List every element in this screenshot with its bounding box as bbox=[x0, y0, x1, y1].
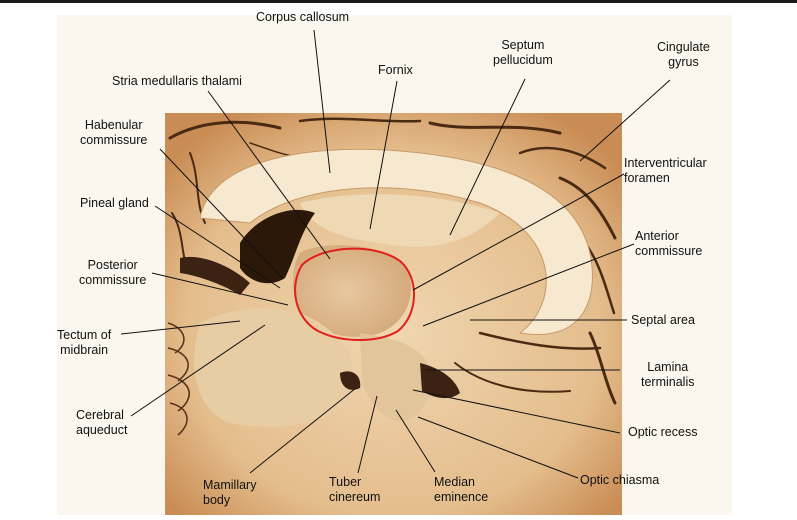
brain-diagram: Corpus callosum Stria medullaris thalami… bbox=[0, 3, 797, 520]
leader-optic-recess bbox=[412, 389, 621, 434]
label-lamina-terminalis: Lamina terminalis bbox=[641, 360, 695, 389]
leader-septum bbox=[449, 78, 526, 236]
brain-specimen bbox=[120, 29, 671, 515]
leader-anterior bbox=[422, 243, 635, 327]
label-interventricular-foramen: Interventricular foramen bbox=[624, 156, 707, 185]
thalamus-outline bbox=[294, 247, 415, 341]
top-border bbox=[0, 0, 797, 3]
septum-region bbox=[300, 194, 500, 247]
leader-intervent bbox=[412, 173, 625, 291]
label-optic-recess: Optic recess bbox=[628, 425, 698, 439]
leader-median bbox=[395, 409, 436, 473]
brainstem-shape bbox=[194, 308, 354, 427]
thalamus-shape bbox=[292, 245, 412, 337]
leader-mamillary bbox=[249, 387, 357, 474]
leader-habenular bbox=[159, 148, 284, 280]
optic-area-dark bbox=[420, 363, 460, 399]
label-optic-chiasma: Optic chiasma bbox=[580, 473, 660, 487]
label-posterior-commissure: Posterior commissure bbox=[79, 258, 147, 287]
ventricle-cavity bbox=[240, 209, 315, 284]
label-cerebral-aqueduct: Cerebral aqueduct bbox=[76, 408, 128, 437]
label-septum-pellucidum: Septum pellucidum bbox=[493, 38, 553, 67]
label-anterior-commissure: Anterior commissure bbox=[635, 229, 703, 258]
leader-lines bbox=[120, 29, 671, 479]
label-habenular-commissure: Habenular commissure bbox=[80, 118, 148, 147]
hypothalamus-shape bbox=[360, 333, 432, 422]
leader-cingulate bbox=[579, 79, 671, 162]
leader-posterior bbox=[151, 272, 289, 306]
ventricle-streaks bbox=[180, 256, 250, 295]
label-cingulate-gyrus: Cingulate gyrus bbox=[657, 40, 710, 69]
leader-tuber bbox=[357, 395, 378, 474]
label-median-eminence: Median eminence bbox=[434, 475, 489, 504]
leader-fornix bbox=[369, 80, 398, 230]
label-septal-area: Septal area bbox=[631, 313, 695, 327]
leader-tectum bbox=[120, 320, 241, 335]
corpus-callosum-shape bbox=[199, 148, 593, 335]
label-tectum-of-midbrain: Tectum of midbrain bbox=[57, 328, 112, 357]
label-pineal-gland: Pineal gland bbox=[80, 196, 149, 210]
leader-stria-medullaris bbox=[207, 90, 331, 260]
leader-corpus-callosum bbox=[313, 29, 331, 174]
label-corpus-callosum: Corpus callosum bbox=[256, 10, 350, 24]
label-stria-medullaris-thalami: Stria medullaris thalami bbox=[112, 74, 242, 88]
label-tuber-cinereum: Tuber cinereum bbox=[329, 475, 381, 504]
leader-pineal bbox=[154, 205, 281, 289]
mamillary-dark bbox=[340, 371, 361, 390]
leader-aqueduct bbox=[130, 324, 266, 417]
cerebellum-folia bbox=[167, 322, 190, 436]
leader-optic-chiasma bbox=[417, 416, 579, 479]
label-fornix: Fornix bbox=[378, 63, 413, 77]
label-mamillary-body: Mamillary body bbox=[203, 478, 257, 507]
